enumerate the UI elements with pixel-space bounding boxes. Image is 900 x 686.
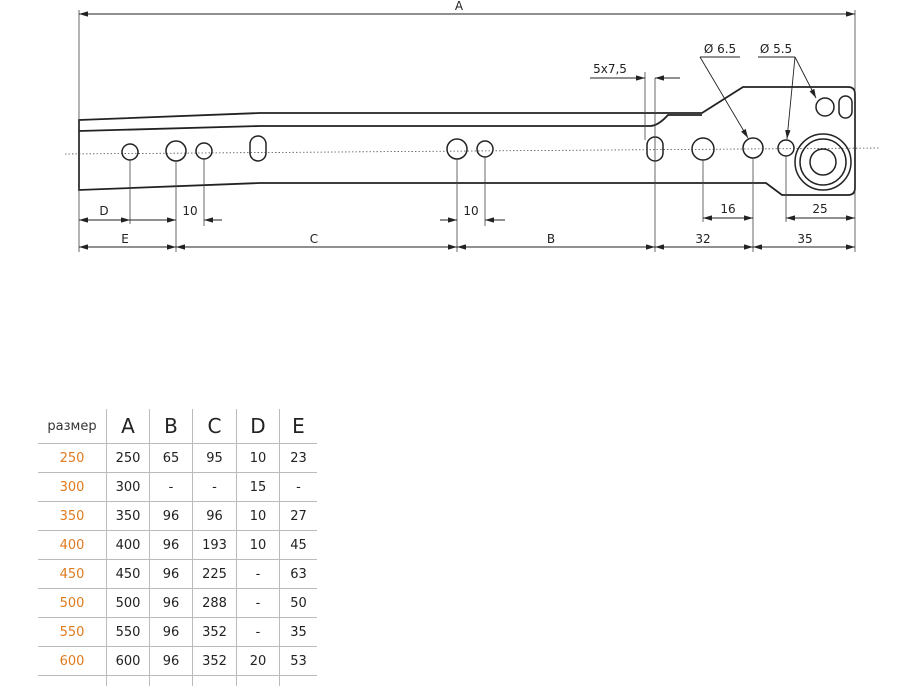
header-c: C (192, 409, 237, 444)
value-cell-a: 250 (106, 443, 150, 473)
value-cell-d: - (236, 559, 280, 589)
header-e: E (279, 409, 317, 444)
dim-d-label: D (99, 204, 108, 218)
rail-outline (78, 86, 856, 196)
mount-ring-mid (799, 138, 847, 186)
value-cell-b: 96 (149, 646, 193, 676)
hole (815, 97, 835, 117)
value-cell-c: 193 (192, 530, 237, 560)
value-cell-e: 45 (279, 530, 317, 560)
value-cell-b: 96 (149, 588, 193, 618)
hole (121, 143, 139, 161)
value-cell-d: 10 (236, 501, 280, 531)
hole (165, 140, 187, 162)
value-cell-d: 15 (236, 472, 280, 502)
value-cell-e: 27 (279, 501, 317, 531)
value-cell-e: 35 (279, 617, 317, 647)
size-cell: 250 (38, 443, 107, 473)
header-d: D (236, 409, 280, 444)
slot-size-label: 5x7,5 (593, 62, 627, 76)
value-cell-c: 225 (192, 559, 237, 589)
value-cell-c: 96 (192, 501, 237, 531)
value-cell-e: 50 (279, 588, 317, 618)
size-cell: 600 (38, 646, 107, 676)
mount-ring-outer (794, 133, 852, 191)
value-cell-b: - (149, 472, 193, 502)
slot-hole (838, 95, 853, 119)
dim-16-label: 16 (720, 202, 735, 216)
value-cell-d: 20 (236, 646, 280, 676)
dim-35-label: 35 (797, 232, 812, 246)
value-cell-e: 23 (279, 443, 317, 473)
size-cell: 450 (38, 559, 107, 589)
size-cell: 300 (38, 472, 107, 502)
dim-10-mid-label: 10 (463, 204, 478, 218)
value-cell-d: - (236, 588, 280, 618)
value-cell-c: 288 (192, 588, 237, 618)
value-cell-a: 400 (106, 530, 150, 560)
value-cell-b: 65 (149, 443, 193, 473)
value-cell-a: 600 (106, 646, 150, 676)
header-size: размер (38, 409, 107, 444)
dim-c-label: C (310, 232, 318, 246)
value-cell-e: 53 (279, 646, 317, 676)
value-cell-a: 550 (106, 617, 150, 647)
value-cell-b: 96 (149, 617, 193, 647)
hole (742, 137, 764, 159)
value-cell-c: - (192, 472, 237, 502)
size-cell: 550 (38, 617, 107, 647)
dim-b-label: B (547, 232, 555, 246)
value-cell-b: 96 (149, 530, 193, 560)
dim-32-label: 32 (695, 232, 710, 246)
value-cell-d: - (236, 617, 280, 647)
table-tail (38, 675, 317, 686)
rail-drawing: A D 10 10 16 25 E C B 32 35 5x7,5 Ø 6.5 … (64, 0, 881, 252)
value-cell-a: 500 (106, 588, 150, 618)
size-cell: 350 (38, 501, 107, 531)
value-cell-b: 96 (149, 559, 193, 589)
dimension-lines (79, 11, 855, 250)
holes (121, 95, 853, 191)
mount-ring-inner (809, 148, 837, 176)
extension-lines (78, 10, 856, 252)
value-cell-c: 352 (192, 646, 237, 676)
dim-25-label: 25 (812, 202, 827, 216)
slot-hole (249, 135, 267, 162)
hole-6-5-label: Ø 6.5 (704, 42, 736, 56)
hole (476, 140, 494, 158)
value-cell-c: 352 (192, 617, 237, 647)
value-cell-e: - (279, 472, 317, 502)
hole (446, 138, 468, 160)
value-cell-a: 300 (106, 472, 150, 502)
value-cell-b: 96 (149, 501, 193, 531)
hole (777, 139, 795, 157)
center-line (64, 147, 881, 155)
value-cell-d: 10 (236, 443, 280, 473)
size-cell: 500 (38, 588, 107, 618)
dim-10-left-label: 10 (182, 204, 197, 218)
table-header-row: размер A B C D E (38, 409, 317, 444)
value-cell-c: 95 (192, 443, 237, 473)
hole (195, 142, 213, 160)
value-cell-a: 450 (106, 559, 150, 589)
hole-5-5-label: Ø 5.5 (760, 42, 792, 56)
dim-e-label: E (121, 232, 129, 246)
header-a: A (106, 409, 150, 444)
dim-a-label: A (455, 0, 464, 13)
header-b: B (149, 409, 193, 444)
value-cell-d: 10 (236, 530, 280, 560)
value-cell-e: 63 (279, 559, 317, 589)
size-cell: 400 (38, 530, 107, 560)
value-cell-a: 350 (106, 501, 150, 531)
